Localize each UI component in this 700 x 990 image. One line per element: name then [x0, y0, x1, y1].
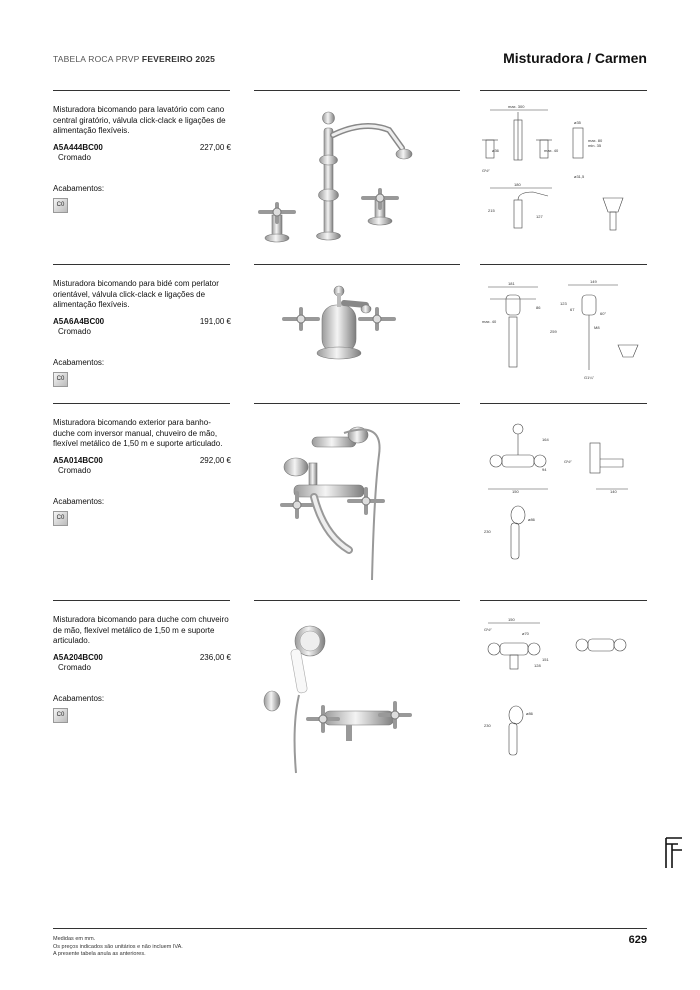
divider	[53, 264, 230, 265]
footer-line: Medidas em mm.	[53, 936, 96, 942]
footer-line: A presente tabela anula as anteriores.	[53, 951, 146, 957]
dim-label: G½"	[564, 459, 572, 464]
dim-label: 150	[508, 617, 515, 622]
dim-label: ø86	[528, 517, 536, 522]
product-block: Misturadora bicomando para lavatório com…	[53, 105, 231, 213]
dim-label: 151	[542, 657, 549, 662]
dim-label: M8	[594, 325, 600, 330]
dim-label: min. 35	[588, 143, 602, 148]
technical-drawing-bidet: 181 86 max. 40 149 123 67 60° M8 259 G1¼…	[482, 279, 639, 380]
divider	[53, 600, 230, 601]
product-description: Misturadora bicomando para bidé com perl…	[53, 279, 219, 309]
dim-label: 86	[536, 305, 541, 310]
product-price: 236,00 €	[199, 652, 231, 662]
finish-swatch[interactable]: C0	[53, 197, 68, 213]
product-description: Misturadora bicomando exterior para banh…	[53, 418, 223, 448]
dim-label: max. 300	[508, 104, 525, 109]
dim-label: G1¼"	[584, 375, 595, 380]
divider	[53, 403, 230, 404]
divider	[254, 264, 460, 265]
dim-label: ø70	[522, 631, 530, 636]
catalog-date: FEVEREIRO 2025	[141, 54, 216, 64]
dim-label: 140	[610, 489, 617, 494]
dim-label: 149	[590, 279, 597, 284]
finish-name: Cromado	[58, 465, 91, 475]
footer-notes: Medidas em mm. Os preços indicados são u…	[53, 936, 183, 959]
brand-logo-icon	[665, 837, 682, 868]
footer-divider	[53, 928, 647, 929]
product-code: A5A6A4BC00	[53, 316, 105, 326]
dim-label: 164	[542, 437, 549, 442]
dim-label: 230	[484, 723, 491, 728]
finishes-label: Acabamentos:	[53, 183, 105, 193]
divider	[480, 403, 647, 404]
product-description: Misturadora bicomando para lavatório com…	[53, 105, 226, 135]
product-image-bath-shower-mixer	[280, 426, 385, 581]
technical-drawing-shower: 150 G½" ø70 151 128 ø86 230	[484, 617, 627, 756]
dim-label: ø35	[574, 120, 582, 125]
product-price: 227,00 €	[199, 142, 231, 152]
divider	[254, 600, 460, 601]
dim-label: max. 80	[588, 138, 603, 143]
product-price: 292,00 €	[199, 455, 231, 465]
dim-label: G½"	[484, 627, 492, 632]
product-description: Misturadora bicomando para duche com chu…	[53, 615, 229, 645]
dim-label: ø36	[492, 148, 500, 153]
finish-name: Cromado	[58, 152, 91, 162]
product-image-basin-mixer	[258, 111, 413, 243]
finish-swatch[interactable]: C0	[53, 371, 68, 387]
dim-label: max. 40	[482, 319, 497, 324]
catalog-header: TABELA ROCA PRVP FEVEREIRO 2025	[53, 54, 215, 64]
divider	[53, 90, 230, 91]
finish-swatch[interactable]: C0	[53, 510, 68, 526]
dim-label: ø31,5	[574, 174, 585, 179]
footer-line: Os preços indicados são unitários e não …	[53, 943, 183, 950]
finish-name: Cromado	[58, 326, 91, 336]
divider	[480, 90, 647, 91]
dim-label: G½"	[482, 168, 490, 173]
product-code: A5A014BC00	[53, 455, 103, 465]
dim-label: 150	[512, 489, 519, 494]
page-number: 629	[628, 934, 647, 946]
dim-label: 127	[536, 214, 543, 219]
product-block: Misturadora bicomando para bidé com perl…	[53, 279, 231, 387]
divider	[254, 403, 460, 404]
dim-label: 123	[560, 301, 567, 306]
dim-label: 230	[484, 529, 491, 534]
product-price: 191,00 €	[199, 316, 231, 326]
dim-label: 60°	[600, 311, 606, 316]
dim-label: 180	[514, 182, 521, 187]
divider	[480, 264, 647, 265]
finish-name: Cromado	[58, 662, 91, 672]
catalog-name: TABELA ROCA PRVP	[53, 54, 140, 64]
product-image-shower-mixer	[263, 625, 412, 774]
dim-label: 128	[534, 663, 541, 668]
divider	[480, 600, 647, 601]
dim-label: 181	[508, 281, 515, 286]
technical-drawing-bath-shower: 164 94 150 G½" 140 ø86 230	[484, 423, 628, 560]
finishes-label: Acabamentos:	[53, 693, 105, 703]
dim-label: max. 40	[544, 148, 559, 153]
page-title: Misturadora / Carmen	[503, 50, 647, 66]
product-block: Misturadora bicomando exterior para banh…	[53, 418, 231, 526]
dim-label: 259	[550, 329, 557, 334]
finishes-label: Acabamentos:	[53, 357, 105, 367]
dim-label: 67	[570, 307, 575, 312]
product-image-bidet-mixer	[282, 285, 396, 360]
product-block: Misturadora bicomando para duche com chu…	[53, 615, 231, 723]
dim-label: 215	[488, 208, 495, 213]
product-code: A5A444BC00	[53, 142, 103, 152]
dim-label: ø86	[526, 711, 534, 716]
product-code: A5A204BC00	[53, 652, 103, 662]
divider	[254, 90, 460, 91]
finish-swatch[interactable]: C0	[53, 707, 68, 723]
technical-drawing-basin: max. 300 ø36 max. 40 G½" ø35 max. 80 min…	[482, 104, 624, 231]
dim-label: 94	[542, 467, 547, 472]
finishes-label: Acabamentos:	[53, 496, 105, 506]
